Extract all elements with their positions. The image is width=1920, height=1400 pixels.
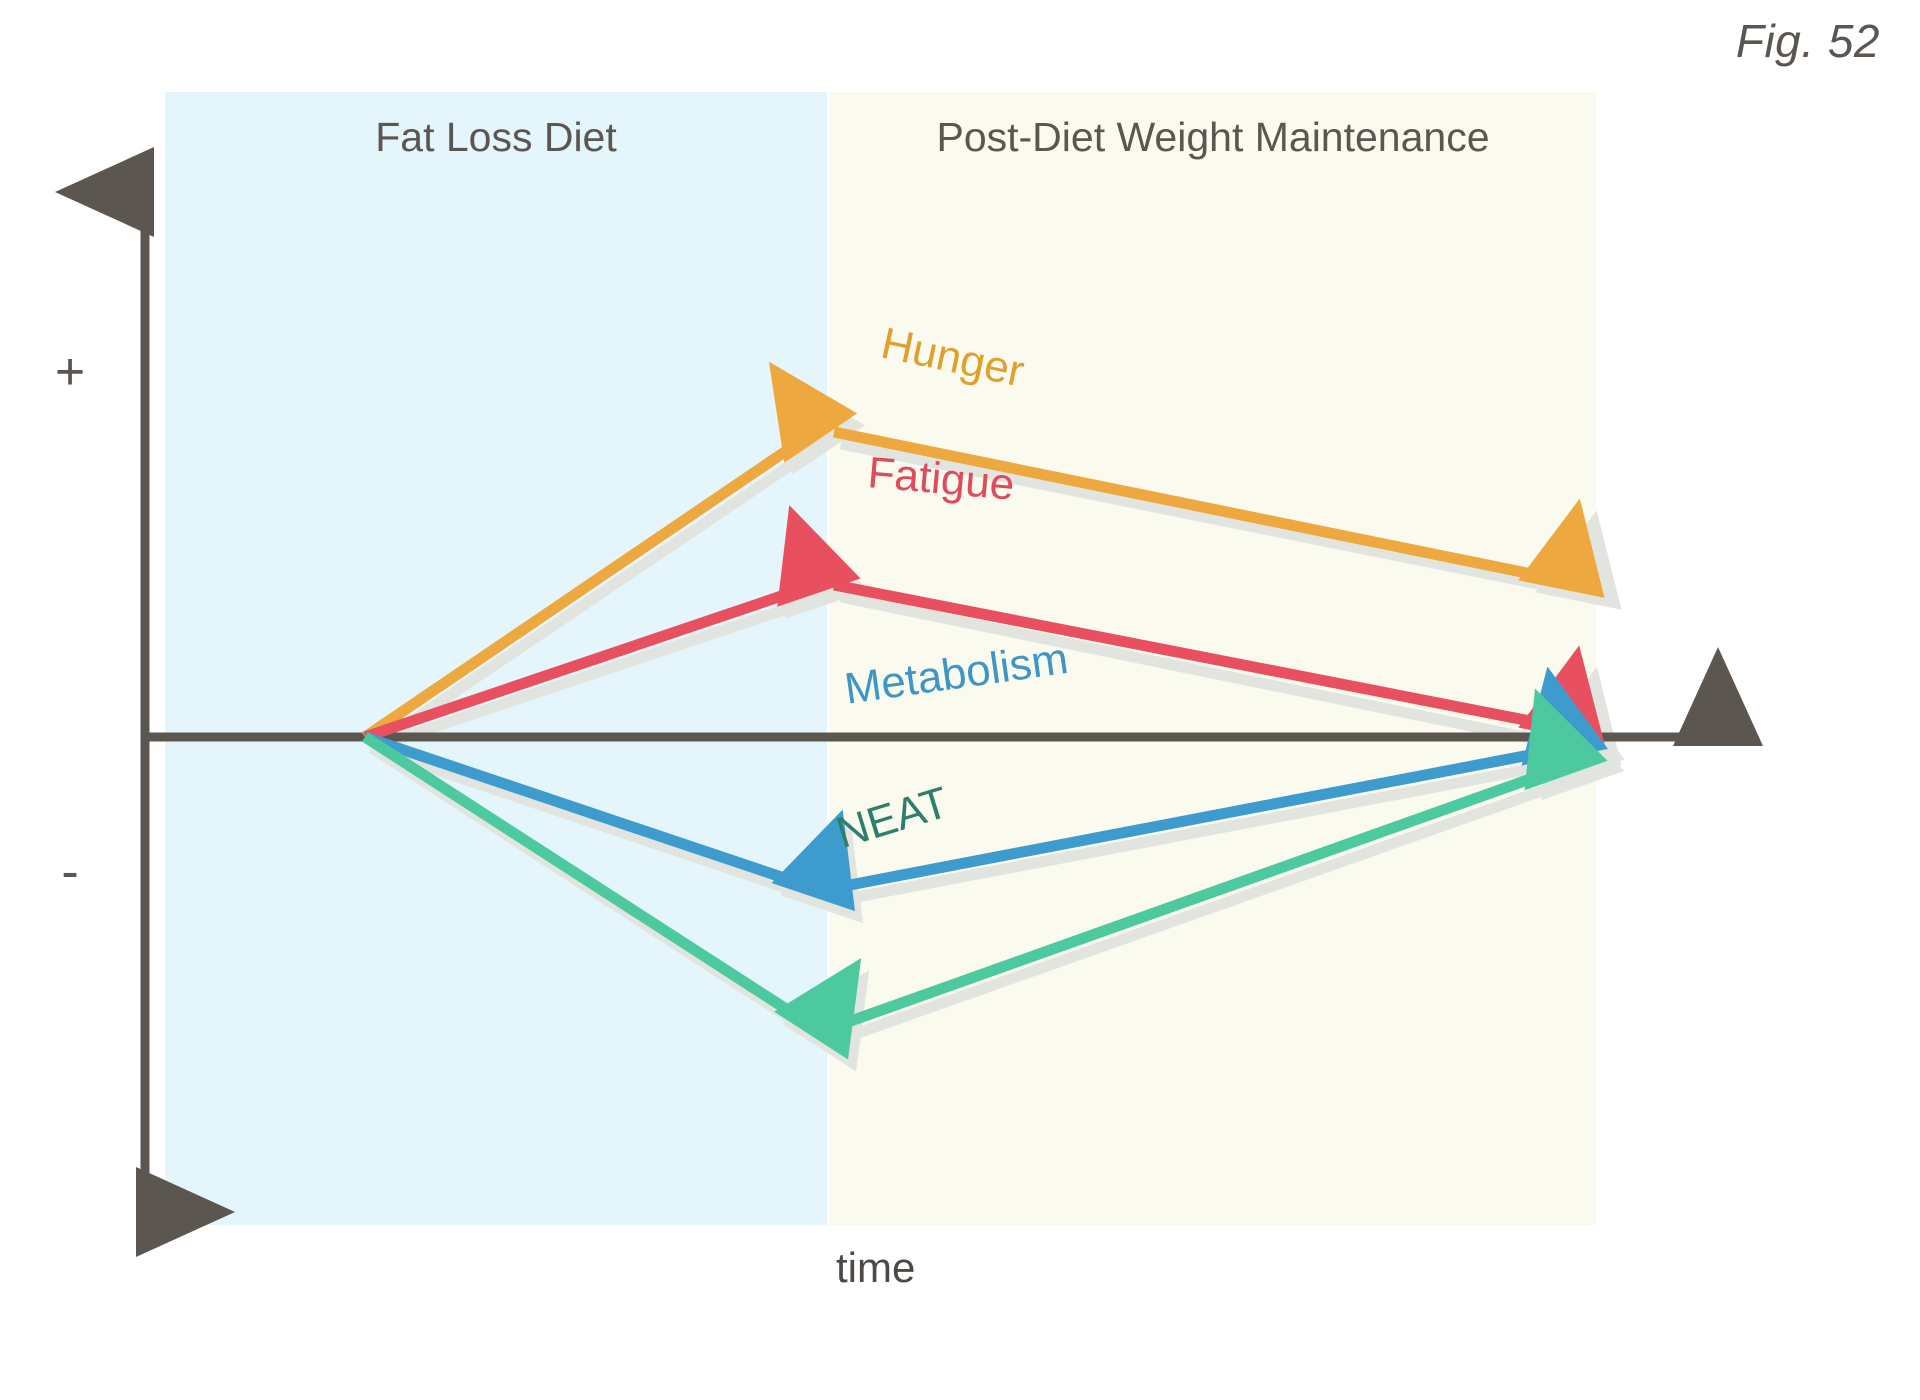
metabolism-maintenance-segment	[832, 666, 1609, 894]
fatigue-maintenance-segment	[832, 579, 1605, 745]
series-line-hunger	[361, 361, 1605, 742]
series-line-neat	[362, 688, 1608, 1060]
figure-number-label: Fig. 52	[1735, 15, 1880, 67]
panel-title-diet: Fat Loss Diet	[375, 114, 617, 160]
hunger-diet-segment	[361, 361, 858, 742]
neat-maintenance-segment	[832, 688, 1608, 1033]
series-line-metabolism	[363, 666, 1609, 912]
x-axis-time-label: time	[836, 1244, 916, 1291]
fatigue-diet-segment	[363, 505, 861, 743]
y-axis-positive-sign: +	[54, 343, 86, 401]
hunger-maintenance-segment	[832, 426, 1605, 598]
series-line-fatigue	[363, 505, 1605, 745]
panel-title-maintenance: Post-Diet Weight Maintenance	[936, 114, 1490, 160]
metabolism-diet-segment	[363, 731, 855, 912]
neat-diet-segment	[362, 732, 862, 1060]
y-axis-negative-sign: -	[61, 843, 79, 901]
line-shadows	[368, 373, 1626, 1072]
